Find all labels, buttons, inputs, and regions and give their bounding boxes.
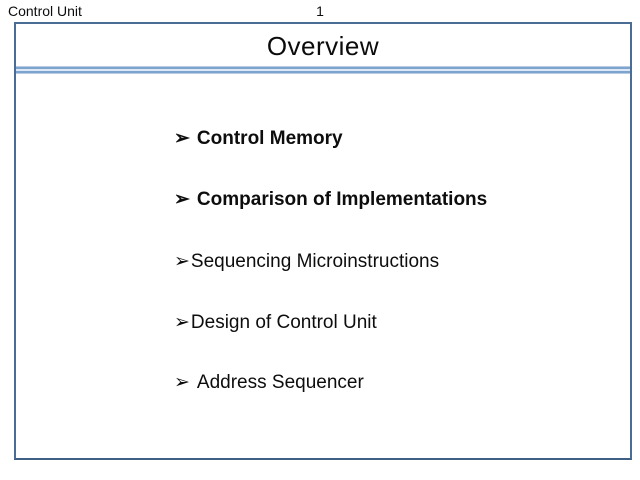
bullet-item: ➢ Address Sequencer (174, 371, 364, 395)
bullet-label: Design of Control Unit (190, 312, 377, 333)
document-title: Control Unit (8, 3, 82, 19)
arrow-bullet-icon: ➢ (174, 128, 190, 149)
arrow-bullet-icon: ➢ (174, 312, 190, 333)
slide-title: Overview (266, 31, 380, 61)
arrow-bullet-icon: ➢ (174, 372, 190, 393)
bullet-label: Sequencing Microinstructions (190, 251, 440, 272)
bullet-item: ➢Sequencing Microinstructions (174, 250, 439, 274)
bullet-item: ➢ Comparison of Implementations (174, 188, 487, 212)
bullet-item: ➢Design of Control Unit (174, 311, 377, 335)
arrow-bullet-icon: ➢ (174, 189, 190, 210)
bullet-label: Comparison of Implementations (196, 189, 488, 210)
bullet-label: Address Sequencer (196, 372, 364, 393)
slide: Overview ➢ Control Memory ➢ Comparison of … (14, 22, 632, 460)
arrow-bullet-icon: ➢ (174, 251, 190, 272)
bullet-item: ➢ Control Memory (174, 127, 343, 151)
page-number: 1 (316, 3, 324, 19)
title-separator-rule (16, 66, 630, 74)
page-header: Control Unit 1 (0, 0, 640, 22)
bullet-label: Control Memory (196, 128, 343, 149)
